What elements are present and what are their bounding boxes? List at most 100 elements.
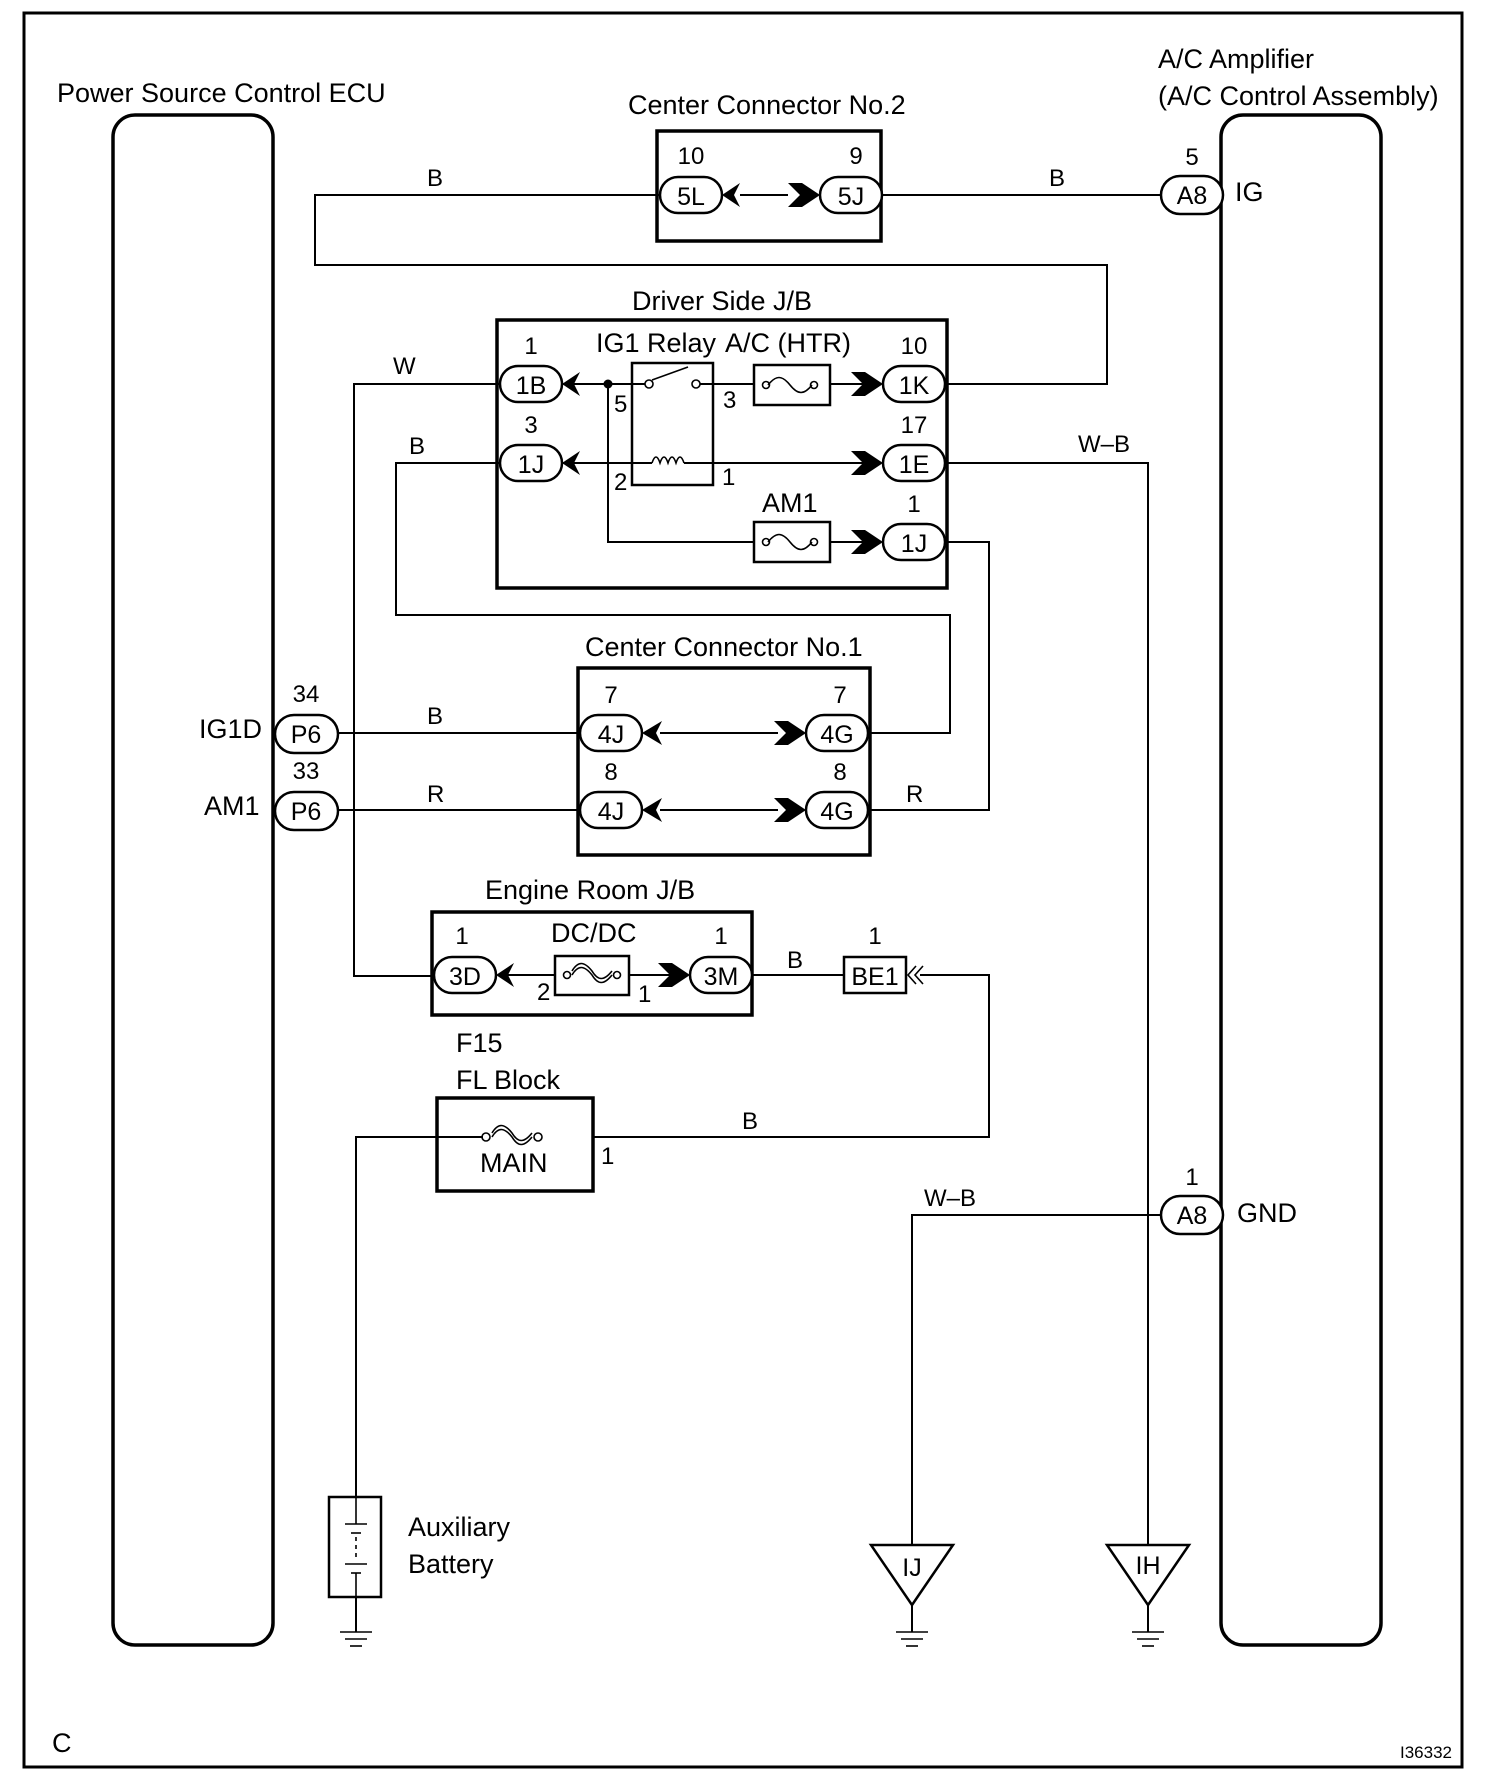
- svg-text:33: 33: [293, 758, 320, 785]
- be1-chevrons: [906, 965, 924, 985]
- figure-code: I36332: [1400, 1743, 1452, 1762]
- svg-text:W: W: [393, 353, 416, 380]
- am1-fuse-label: AM1: [762, 488, 818, 518]
- ac-htr-fuse-label: A/C (HTR): [725, 328, 851, 358]
- diagram-frame: [22, 11, 1464, 1769]
- svg-text:B: B: [787, 947, 803, 974]
- svg-text:10: 10: [901, 333, 928, 360]
- svg-text:1: 1: [907, 491, 920, 518]
- svg-text:10: 10: [678, 143, 705, 170]
- engine-room-jb-label: Engine Room J/B: [485, 875, 695, 905]
- battery-label-line1: Auxiliary: [408, 1512, 511, 1542]
- svg-text:1: 1: [455, 923, 468, 950]
- ig1-relay-box: [630, 361, 715, 487]
- svg-text:W–B: W–B: [924, 1185, 976, 1212]
- svg-text:1E: 1E: [899, 451, 930, 479]
- ground-ih-icon: [1104, 1543, 1192, 1647]
- amplifier-label-line2: (A/C Control Assembly): [1158, 81, 1439, 111]
- svg-text:B: B: [1049, 165, 1065, 192]
- wire-junction-to-AM1: [607, 384, 754, 543]
- driver-side-jb-box: [495, 318, 949, 590]
- svg-text:5J: 5J: [838, 183, 864, 211]
- svg-text:34: 34: [293, 681, 320, 708]
- svg-text:R: R: [906, 781, 923, 808]
- wire-B-1J-to-4G: [395, 462, 951, 734]
- svg-text:BE1: BE1: [851, 963, 898, 991]
- svg-text:1J: 1J: [901, 530, 927, 558]
- svg-text:1: 1: [1185, 1164, 1198, 1191]
- center-connector-1-label: Center Connector No.1: [585, 632, 863, 662]
- am1-fuse: [752, 520, 832, 564]
- ig1-relay-label: IG1 Relay: [596, 328, 717, 358]
- wires: [314, 194, 1161, 1632]
- ground-ij-icon: [868, 1543, 956, 1647]
- ground-ij-label: IJ: [902, 1554, 921, 1582]
- svg-text:1: 1: [524, 333, 537, 360]
- ecu-left-label: Power Source Control ECU: [57, 78, 386, 108]
- connector-A8-gnd: [1159, 1194, 1225, 1236]
- connector-arrows: [496, 183, 883, 987]
- ac-amplifier: [1219, 113, 1383, 1647]
- relay-pin-1: 1: [722, 464, 735, 491]
- wire-5L-to-1K: [314, 194, 1108, 385]
- svg-text:8: 8: [604, 759, 617, 786]
- fl-block-box: [435, 1096, 595, 1193]
- main-pin-1: 1: [601, 1143, 614, 1170]
- connector-P6-am1: [273, 790, 340, 832]
- svg-text:5L: 5L: [677, 183, 705, 211]
- terminal-ig1d: IG1D: [199, 714, 262, 744]
- connector-P6-ig1d: [273, 713, 340, 755]
- terminal-gnd: GND: [1237, 1198, 1297, 1228]
- svg-text:9: 9: [849, 143, 862, 170]
- svg-text:B: B: [742, 1108, 758, 1135]
- driver-jb-internals: 5 3 2 1: [560, 361, 866, 564]
- wire-A8-to-IJ: [911, 1214, 1161, 1545]
- driver-side-jb-label: Driver Side J/B: [632, 286, 812, 316]
- svg-text:B: B: [427, 703, 443, 730]
- ac-htr-fuse: [752, 363, 832, 407]
- relay-coil: [651, 456, 685, 466]
- wire-R-1J-to-4G: [870, 541, 990, 811]
- dcdc-fuse-label: DC/DC: [551, 918, 637, 948]
- wire-W: [353, 383, 500, 977]
- power-source-control-ecu: [111, 113, 275, 1647]
- fl-block-label: FL Block: [456, 1065, 561, 1095]
- svg-text:4G: 4G: [820, 721, 853, 749]
- svg-text:4J: 4J: [598, 721, 624, 749]
- engine-jb-internals: 2 1: [508, 954, 682, 1008]
- relay-pin-5: 5: [614, 391, 627, 418]
- svg-text:A8: A8: [1177, 182, 1208, 210]
- relay-pin-3: 3: [723, 387, 736, 414]
- connector-BE1: [842, 955, 908, 995]
- svg-text:8: 8: [833, 759, 846, 786]
- svg-text:1J: 1J: [518, 451, 544, 479]
- svg-text:B: B: [409, 433, 425, 460]
- wire-BE1-to-MAIN: [593, 974, 990, 1138]
- engine-room-jb-box: [430, 910, 754, 1017]
- connector-A8-ig: [1159, 174, 1225, 216]
- relay-pin-2: 2: [614, 469, 627, 496]
- svg-text:B: B: [427, 165, 443, 192]
- svg-text:P6: P6: [291, 721, 322, 749]
- amplifier-label-line1: A/C Amplifier: [1158, 44, 1314, 74]
- connector-pills: 5L 10 5J 9 A8 5 1B 1 1K 10 1J 3 1E 17 1J…: [273, 143, 1225, 1236]
- junction-dot: [603, 379, 613, 389]
- center-connector-2-label: Center Connector No.2: [628, 90, 906, 120]
- svg-text:4J: 4J: [598, 798, 624, 826]
- main-fuse: 1: [481, 1124, 614, 1170]
- svg-text:W–B: W–B: [1078, 431, 1130, 458]
- svg-text:1: 1: [868, 923, 881, 950]
- svg-text:7: 7: [833, 682, 846, 709]
- svg-text:3M: 3M: [704, 963, 739, 991]
- svg-text:5: 5: [1185, 144, 1198, 171]
- battery-label-line2: Battery: [408, 1549, 494, 1579]
- corner-label: C: [52, 1728, 72, 1758]
- wire-MAIN-to-battery: [355, 1136, 483, 1497]
- terminal-ig: IG: [1235, 177, 1264, 207]
- wire-color-labels: B B W B W–B B R R B B W–B: [393, 165, 1130, 1212]
- dcdc-pin-1: 1: [638, 981, 651, 1008]
- svg-text:1K: 1K: [899, 372, 930, 400]
- main-fuse-label: MAIN: [480, 1148, 548, 1178]
- svg-text:4G: 4G: [820, 798, 853, 826]
